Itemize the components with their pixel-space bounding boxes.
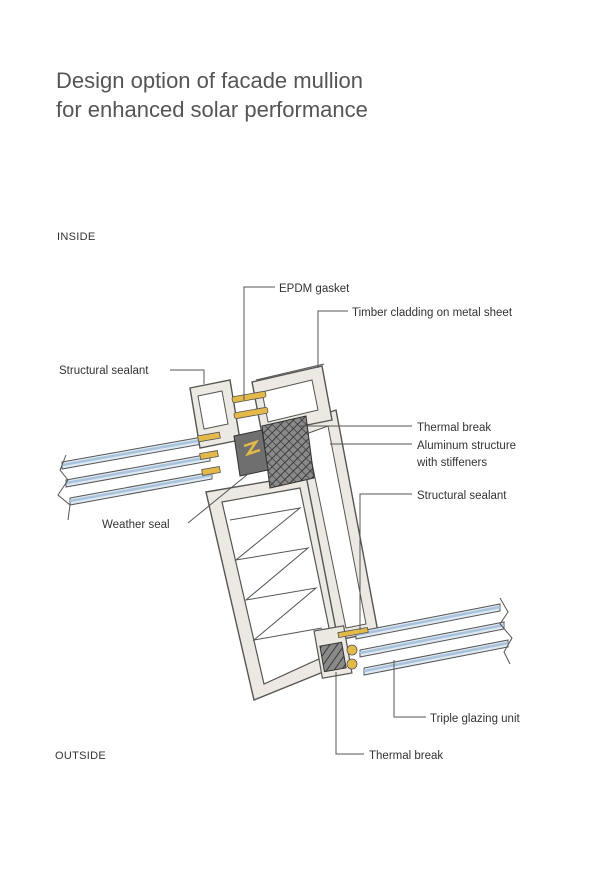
leader-epdm-gasket bbox=[243, 286, 275, 400]
bottom-gasket-round-2 bbox=[346, 658, 358, 670]
leader-lines bbox=[170, 286, 426, 755]
callout-weather-seal: Weather seal bbox=[102, 519, 170, 531]
epdm-gasket-1 bbox=[231, 391, 267, 403]
callout-thermal-break-top: Thermal break bbox=[417, 422, 492, 434]
callout-thermal-break-bottom: Thermal break bbox=[369, 750, 444, 762]
callout-aluminum-structure-line-1: Aluminum structure bbox=[417, 440, 517, 452]
right-glass-tint-2 bbox=[359, 623, 505, 655]
right-structural-sealant-bead bbox=[337, 626, 369, 639]
epdm-gasket-2 bbox=[233, 407, 269, 419]
timber-cladding-head bbox=[251, 363, 333, 435]
leader-structural-sealant-left bbox=[170, 369, 205, 384]
title-line-1: Design option of facade mullion bbox=[56, 68, 363, 93]
left-glass-tint-1 bbox=[61, 437, 209, 467]
inside-label: INSIDE bbox=[57, 231, 96, 243]
left-glass-break-line bbox=[57, 454, 71, 521]
callout-timber-cladding: Timber cladding on metal sheet bbox=[352, 307, 513, 319]
title-line-2: for enhanced solar performance bbox=[56, 97, 368, 122]
bottom-thermal-break-core bbox=[319, 641, 347, 673]
page-title: Design option of facade mullion for enha… bbox=[56, 66, 368, 124]
leader-timber-cladding bbox=[317, 310, 348, 368]
left-glazing-unit bbox=[57, 435, 213, 521]
right-glazing-unit bbox=[355, 597, 513, 676]
leader-weather-seal bbox=[187, 473, 249, 524]
right-glass-tint-1 bbox=[355, 605, 501, 637]
left-setting-block-2 bbox=[201, 466, 221, 476]
left-glass-tint-2 bbox=[65, 455, 211, 485]
left-structural-block-cavity bbox=[197, 390, 229, 430]
timber-cladding-edge bbox=[255, 363, 325, 381]
left-pressure-block bbox=[189, 379, 269, 476]
thermal-break-top-crosshatch bbox=[262, 416, 314, 488]
left-glass-tint-3 bbox=[69, 473, 213, 503]
right-glass-tint-3 bbox=[363, 641, 509, 673]
leader-triple-glazing bbox=[393, 660, 426, 718]
callout-aluminum-structure: Aluminum structure with stiffeners bbox=[417, 438, 516, 472]
bottom-gasket-round-1 bbox=[346, 644, 358, 656]
right-glass-break-line bbox=[499, 597, 513, 665]
callout-triple-glazing: Triple glazing unit bbox=[430, 713, 520, 725]
outside-label: OUTSIDE bbox=[55, 750, 106, 762]
callout-structural-sealant-left: Structural sealant bbox=[59, 365, 149, 377]
callout-structural-sealant-right: Structural sealant bbox=[417, 490, 507, 502]
stiffener-zigzag bbox=[229, 507, 323, 641]
weather-seal-zigzag bbox=[243, 439, 261, 457]
leader-thermal-break-bottom bbox=[335, 672, 364, 755]
callout-aluminum-structure-line-2: with stiffeners bbox=[417, 457, 488, 469]
callout-epdm-gasket: EPDM gasket bbox=[279, 283, 350, 295]
left-structural-sealant-bead bbox=[197, 431, 221, 443]
thermal-break-top bbox=[233, 415, 315, 489]
leader-structural-sealant-right bbox=[359, 493, 412, 630]
thermal-break-bottom bbox=[313, 625, 369, 679]
aluminum-web-cavity bbox=[305, 425, 367, 629]
left-setting-block-1 bbox=[199, 450, 219, 460]
